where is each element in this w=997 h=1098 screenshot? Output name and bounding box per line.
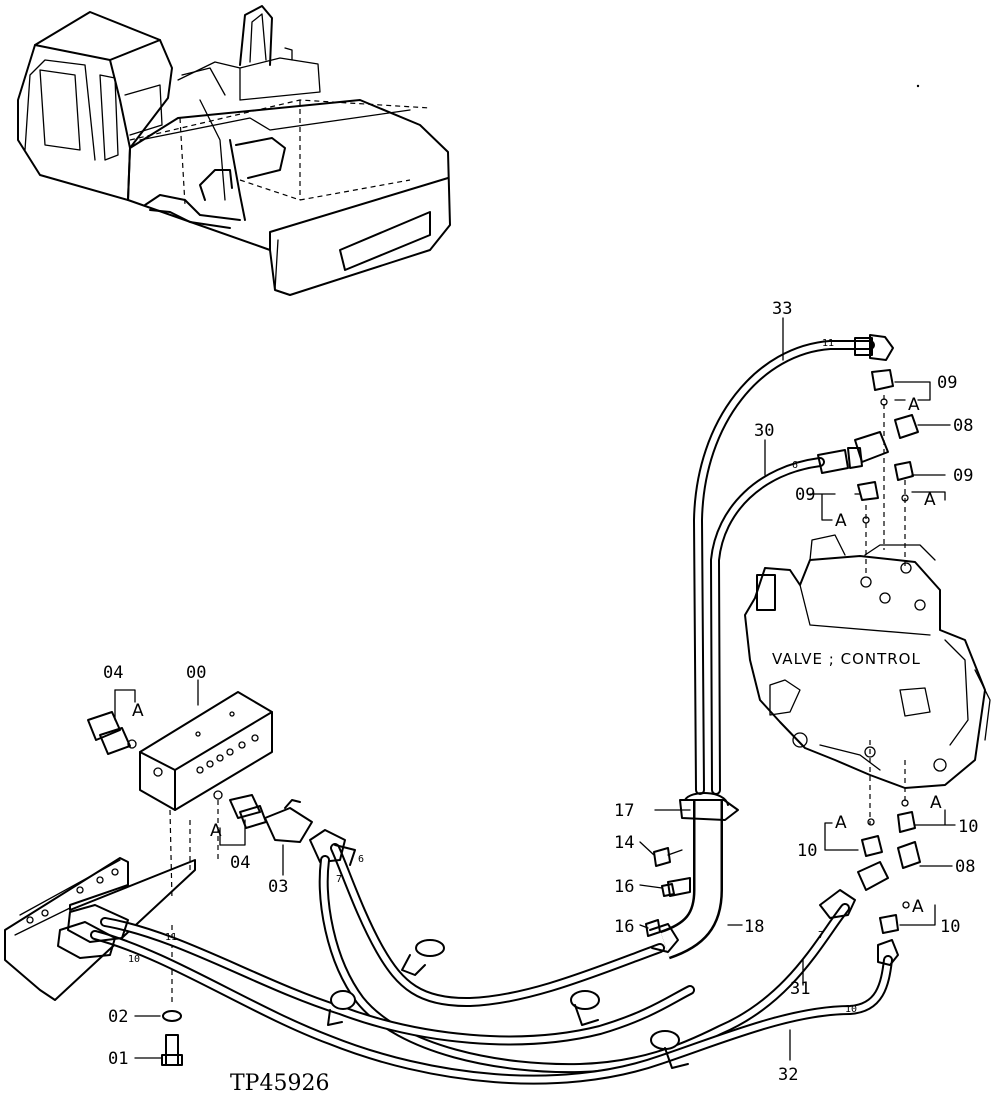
mounting-bracket (4, 809, 196, 1005)
leader-lines (114, 317, 956, 1061)
callout-00: 00 (186, 663, 206, 683)
control-valve: VALVE ; CONTROL (744, 534, 991, 789)
hose-mark-11-left: 11 (165, 932, 177, 943)
callout-09-left: 09 (795, 485, 815, 505)
hose-mark-7-left: 7 (336, 874, 342, 885)
group-a-4: A (930, 793, 942, 813)
group-a-3: A (835, 511, 847, 531)
clamps (327, 792, 739, 1069)
hose-mark-11-top: 11 (822, 338, 834, 349)
group-a-7: A (132, 701, 144, 721)
callout-30: 30 (754, 421, 774, 441)
figure-code: TP45926 (230, 1071, 329, 1096)
callout-18: 18 (744, 917, 764, 937)
callout-04-bottom: 04 (230, 853, 250, 873)
callout-16-bottom: 16 (614, 917, 634, 937)
hose-mark-6-top: 6 (792, 460, 798, 471)
manifold-block (139, 691, 273, 811)
excavator-overview (17, 5, 920, 296)
group-a-1: A (908, 395, 920, 415)
callout-08-top: 08 (953, 416, 973, 436)
hose-mark-6-left: 6 (358, 854, 364, 865)
group-a-8: A (210, 821, 222, 841)
valve-label: VALVE ; CONTROL (772, 650, 921, 668)
hoses (57, 334, 899, 1085)
callout-08-bottom: 08 (955, 857, 975, 877)
hose-mark-10-right: 10 (845, 1004, 857, 1015)
callout-33: 33 (772, 299, 792, 319)
callout-09-top: 09 (937, 373, 957, 393)
callout-14: 14 (614, 833, 634, 853)
group-a-6: A (912, 897, 924, 917)
group-a-2: A (924, 490, 936, 510)
fittings (87, 369, 921, 1066)
hose-mark-10-left: 10 (128, 954, 140, 965)
hose-mark-7-right: 7 (818, 930, 824, 941)
callout-10-left: 10 (797, 841, 817, 861)
callout-10-right-bottom: 10 (940, 917, 960, 937)
callouts: 33 30 09 A 08 09 A 09 A A 10 A 10 08 A 1… (103, 299, 978, 1096)
callout-32: 32 (778, 1065, 798, 1085)
callout-03: 03 (268, 877, 288, 897)
callout-31: 31 (790, 979, 810, 999)
callout-01: 01 (108, 1049, 128, 1069)
callout-04-top: 04 (103, 663, 123, 683)
callout-16-top: 16 (614, 877, 634, 897)
group-a-5: A (835, 813, 847, 833)
callout-10-right-top: 10 (958, 817, 978, 837)
hose-marks: 11 6 6 7 7 11 10 10 (128, 338, 857, 1015)
callout-02: 02 (108, 1007, 128, 1027)
callout-17: 17 (614, 801, 634, 821)
callout-09-right: 09 (953, 466, 973, 486)
